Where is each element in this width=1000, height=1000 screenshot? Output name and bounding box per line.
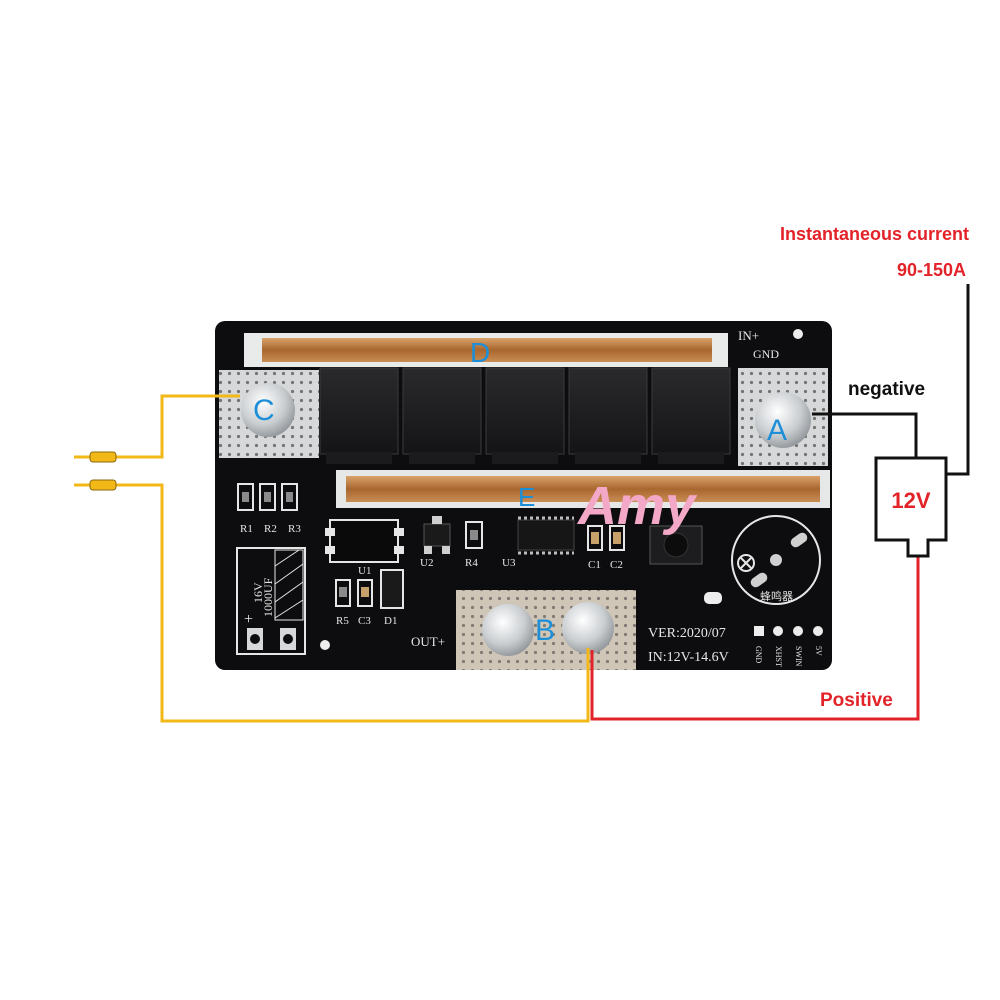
silk-pin-xhst: XHST <box>774 646 783 667</box>
yellow-wires <box>74 394 590 723</box>
mosfet-row <box>319 367 731 464</box>
push-button <box>649 525 703 565</box>
red-wire <box>590 556 920 721</box>
pcb-board: IN+ GND R1 R2 R3 U1 <box>215 321 832 670</box>
chip-u3 <box>517 516 575 555</box>
pad-label-c: C <box>253 394 275 427</box>
yellow-wire-lower <box>74 483 590 723</box>
mount-slot <box>704 592 722 604</box>
silk-c1: C1 <box>588 559 601 571</box>
silk-r2: R2 <box>264 523 277 535</box>
silk-c2: C2 <box>610 559 623 571</box>
resistor-group-r1-r3 <box>237 483 298 511</box>
mount-hole-top-right <box>793 329 803 339</box>
battery-label: 12V <box>891 488 930 513</box>
silk-version: VER:2020/07 <box>648 626 726 641</box>
silk-pin-gnd: GND <box>754 646 763 664</box>
chip-u1 <box>325 519 404 563</box>
watermark-amy: Amy <box>576 476 698 536</box>
silk-gnd: GND <box>753 347 779 361</box>
battery-12v <box>874 456 948 558</box>
silk-cap-plus: + <box>244 611 253 628</box>
negative-label: negative <box>848 379 925 400</box>
black-wire-sense <box>946 284 970 476</box>
header-pins <box>754 626 823 636</box>
mosfet-3 <box>485 367 565 464</box>
silk-r4: R4 <box>465 557 478 569</box>
mosfet-4 <box>568 367 648 464</box>
strip-d-copper <box>262 338 712 362</box>
silk-in-plus: IN+ <box>738 328 759 343</box>
probe-tips <box>89 451 117 491</box>
current-label-line2: 90-150A <box>897 260 966 280</box>
silk-buzzer: 蜂鸣器 <box>760 589 793 603</box>
silk-pin-swin: SWIN <box>794 646 803 667</box>
pad-b <box>456 590 636 670</box>
pad-label-e: E <box>518 482 535 512</box>
silk-out-plus: OUT+ <box>411 634 445 649</box>
silk-r3: R3 <box>288 523 301 535</box>
chip-u2 <box>423 516 451 554</box>
pad-a <box>738 368 828 466</box>
pad-label-a: A <box>767 414 787 447</box>
current-label-line1: Instantaneous current <box>780 224 969 244</box>
strip-e-copper <box>346 476 820 502</box>
electrolytic-capacitor-outline <box>236 547 306 655</box>
silk-pin-5v: 5V <box>814 646 823 656</box>
black-wire-negative <box>812 412 918 458</box>
silk-u2: U2 <box>420 557 433 569</box>
pad-label-b: B <box>535 614 555 647</box>
silk-r5: R5 <box>336 615 349 627</box>
mosfet-1 <box>319 367 399 464</box>
mount-hole-left <box>320 640 330 650</box>
mosfet-5 <box>651 367 731 464</box>
mosfet-2 <box>402 367 482 464</box>
buzzer <box>731 515 821 605</box>
pad-label-d: D <box>470 337 490 368</box>
parts-r5-c3-d1 <box>335 569 404 609</box>
silk-c3: C3 <box>358 615 371 627</box>
positive-label: Positive <box>820 690 893 711</box>
silk-input-range: IN:12V-14.6V <box>648 650 729 665</box>
pad-c <box>219 370 319 458</box>
yellow-wire-upper <box>74 394 240 459</box>
silk-cap-voltage: 16V <box>251 582 265 603</box>
silk-u3: U3 <box>502 557 516 569</box>
silk-u1: U1 <box>358 565 371 577</box>
silk-d1: D1 <box>384 615 397 627</box>
resistor-r4 <box>465 521 483 549</box>
silk-r1: R1 <box>240 523 253 535</box>
silk-cap-value: 1000UF <box>261 577 275 617</box>
capacitor-c1-c2 <box>587 525 625 551</box>
